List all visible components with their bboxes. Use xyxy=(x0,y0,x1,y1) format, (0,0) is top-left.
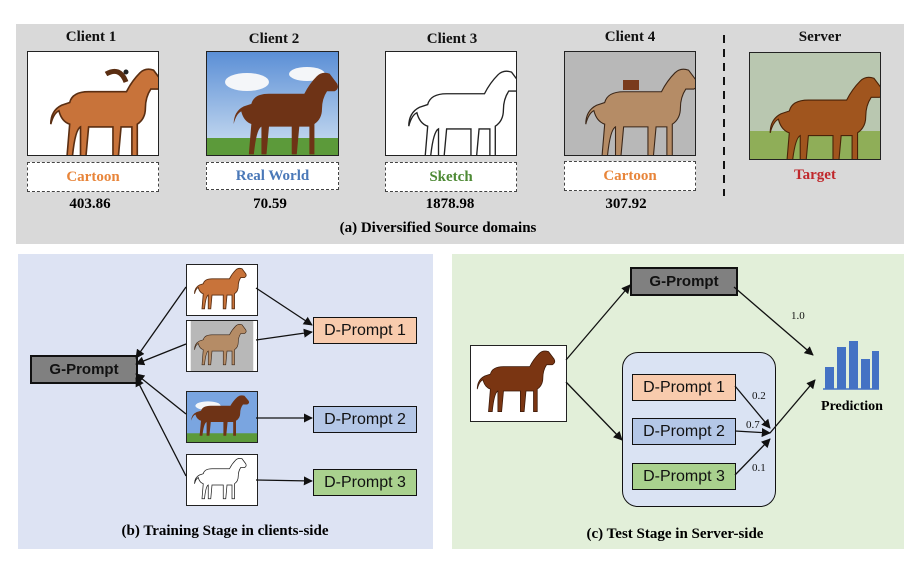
test-d-prompt-1-box: D-Prompt 1 xyxy=(632,374,736,401)
client-3-title: Client 3 xyxy=(426,31,478,47)
test-d-prompt-2-box: D-Prompt 2 xyxy=(632,418,736,445)
client-2-value: 70.59 xyxy=(253,196,287,212)
client-4-domain-label: Cartoon xyxy=(564,161,696,191)
client-1-domain-label: Cartoon xyxy=(27,162,159,192)
client-4-value: 307.92 xyxy=(605,196,647,212)
client-4-domain-text: Cartoon xyxy=(603,168,657,184)
client-4-title: Client 4 xyxy=(604,29,656,45)
weight-d-prompt-3: 0.1 xyxy=(752,462,766,474)
test-input-horse-image xyxy=(470,345,567,422)
weight-d-prompt-1: 0.2 xyxy=(752,390,766,402)
client-1-title: Client 1 xyxy=(65,29,117,45)
training-d-prompt-3-box: D-Prompt 3 xyxy=(313,469,417,496)
client-1-domain-text: Cartoon xyxy=(66,169,120,185)
panel-a-caption: (a) Diversified Source domains xyxy=(339,220,537,236)
test-d-prompt-3-box: D-Prompt 3 xyxy=(632,463,736,490)
test-g-prompt-box: G-Prompt xyxy=(630,267,738,296)
prediction-label: Prediction xyxy=(821,399,883,414)
client-3-value: 1878.98 xyxy=(425,196,475,212)
server-target-horse-image xyxy=(749,52,881,160)
client-1-value: 403.86 xyxy=(69,196,111,212)
server-target-label: Target xyxy=(794,167,836,183)
client-4-cartoon-horse-image xyxy=(564,51,696,156)
client-2-title: Client 2 xyxy=(248,31,300,47)
weight-d-prompt-2: 0.7 xyxy=(746,419,760,431)
client-1-cartoon-horse-image xyxy=(27,51,159,156)
training-saddled-horse-thumb xyxy=(186,320,258,372)
training-d-prompt-1-box: D-Prompt 1 xyxy=(313,317,417,344)
training-sketch-horse-thumb xyxy=(186,454,258,506)
client-2-domain-label: Real World xyxy=(206,162,339,190)
client-2-domain-text: Real World xyxy=(235,168,310,184)
weight-g-prompt: 1.0 xyxy=(791,310,805,322)
training-d-prompt-2-box: D-Prompt 2 xyxy=(313,406,417,433)
client-3-domain-label: Sketch xyxy=(385,162,517,192)
client-2-real-world-horse-image xyxy=(206,51,339,156)
panel-c-caption: (c) Test Stage in Server-side xyxy=(586,526,764,542)
client-3-domain-text: Sketch xyxy=(429,169,473,185)
training-g-prompt-box: G-Prompt xyxy=(30,355,138,384)
panel-b-caption: (b) Training Stage in clients-side xyxy=(121,523,329,539)
training-real-horse-thumb xyxy=(186,391,258,443)
bar-chart-icon xyxy=(821,337,881,391)
training-cartoon-horse-thumb xyxy=(186,264,258,316)
server-title: Server xyxy=(798,29,842,45)
client-3-sketch-horse-image xyxy=(385,51,517,156)
